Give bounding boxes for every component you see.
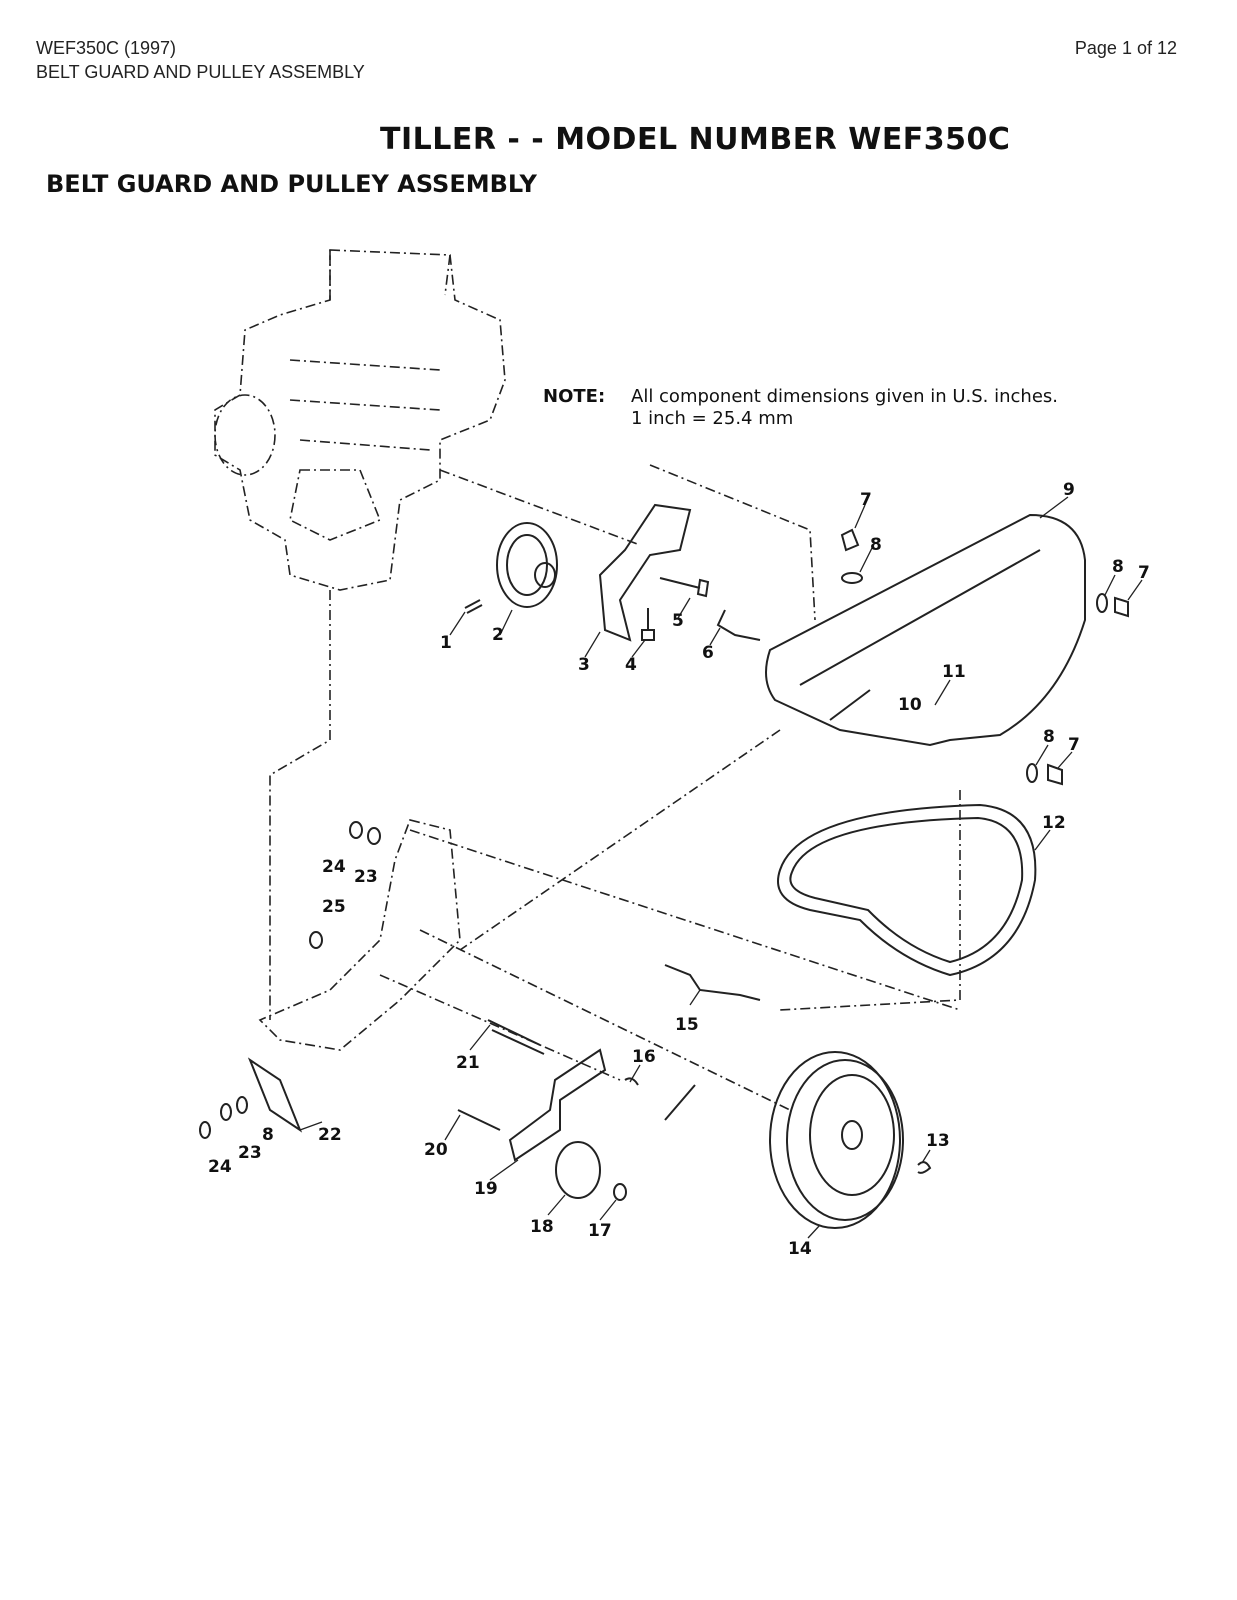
- bolt-4: [641, 608, 655, 641]
- note-line-2: 1 inch = 25.4 mm: [631, 408, 794, 429]
- callout-23a: 23: [354, 867, 378, 887]
- drive-pulley-2: [496, 522, 558, 608]
- note-label: NOTE:: [543, 386, 606, 407]
- guard-hardware: [840, 528, 1129, 786]
- diagram-title: TILLER - - MODEL NUMBER WEF350C: [380, 122, 1011, 157]
- callout-17: 17: [588, 1221, 612, 1241]
- callout-16: 16: [632, 1047, 656, 1067]
- belt-guard-inner: [799, 549, 1041, 721]
- callout-18: 18: [530, 1217, 554, 1237]
- callout-1: 1: [440, 633, 452, 653]
- callout-6: 6: [702, 643, 714, 663]
- callout-2: 2: [492, 625, 504, 645]
- callout-5: 5: [672, 611, 684, 631]
- callout-numbers: 1 2 3 4 5 6 7 8 9 8 7 11 10 8 7 12 24 23…: [208, 480, 1150, 1259]
- callout-21: 21: [456, 1053, 480, 1073]
- callout-3: 3: [578, 655, 590, 675]
- callout-24a: 24: [322, 857, 346, 877]
- bracket-3: [598, 503, 692, 642]
- page-header-left: WEF350C (1997) BELT GUARD AND PULLEY ASS…: [36, 36, 365, 84]
- callout-8c: 8: [1043, 727, 1055, 747]
- support-plate: [258, 819, 461, 1051]
- diagram-subtitle: BELT GUARD AND PULLEY ASSEMBLY: [46, 170, 537, 198]
- belt-guard-9: [765, 513, 1086, 747]
- engine-drawing: [214, 249, 506, 591]
- shaft-21: [487, 1019, 545, 1055]
- callout-25: 25: [322, 897, 346, 917]
- callout-10: 10: [898, 695, 922, 715]
- key-1: [464, 599, 483, 614]
- callout-15: 15: [675, 1015, 699, 1035]
- callout-14: 14: [788, 1239, 812, 1259]
- idler-pulley-18: [555, 1141, 601, 1199]
- callout-19: 19: [474, 1179, 498, 1199]
- callout-12: 12: [1042, 813, 1066, 833]
- nut-17: [613, 1183, 627, 1201]
- callout-7b: 7: [1138, 563, 1150, 583]
- v-belt-12-inner: [789, 816, 1024, 964]
- callout-8a: 8: [870, 535, 882, 555]
- bolt-20: [457, 1109, 501, 1131]
- idler-arm-19: [508, 1048, 607, 1162]
- spring-16: [624, 1077, 696, 1121]
- assembly-lines: [269, 464, 961, 1111]
- callout-8b: 8: [1112, 557, 1124, 577]
- callout-13: 13: [926, 1131, 950, 1151]
- v-belt-12: [777, 803, 1037, 977]
- bolt-5: [659, 577, 710, 598]
- callout-22: 22: [318, 1125, 342, 1145]
- section-name: BELT GUARD AND PULLEY ASSEMBLY: [36, 62, 365, 82]
- large-pulley-14: [769, 1051, 904, 1229]
- note-line-1: All component dimensions given in U.S. i…: [631, 386, 1058, 407]
- callout-24b: 24: [208, 1157, 232, 1177]
- callout-9: 9: [1063, 480, 1075, 500]
- idler-rod-15: [664, 964, 761, 1001]
- callout-11: 11: [942, 662, 966, 682]
- callout-4: 4: [625, 655, 637, 675]
- bracket-22: [247, 1057, 303, 1133]
- callout-23b: 23: [238, 1143, 262, 1163]
- callout-7c: 7: [1068, 735, 1080, 755]
- dimension-note: NOTE: All component dimensions given in U…: [543, 386, 1058, 430]
- callout-20: 20: [424, 1140, 448, 1160]
- rod-6: [716, 609, 761, 641]
- washer-set: [199, 821, 381, 1139]
- page-number: Page 1 of 12: [1074, 38, 1177, 58]
- clip-13: [917, 1161, 932, 1174]
- leader-lines: [299, 496, 1143, 1239]
- model-year: WEF350C (1997): [36, 38, 177, 58]
- callout-7a: 7: [860, 490, 872, 510]
- callout-8d: 8: [262, 1125, 274, 1145]
